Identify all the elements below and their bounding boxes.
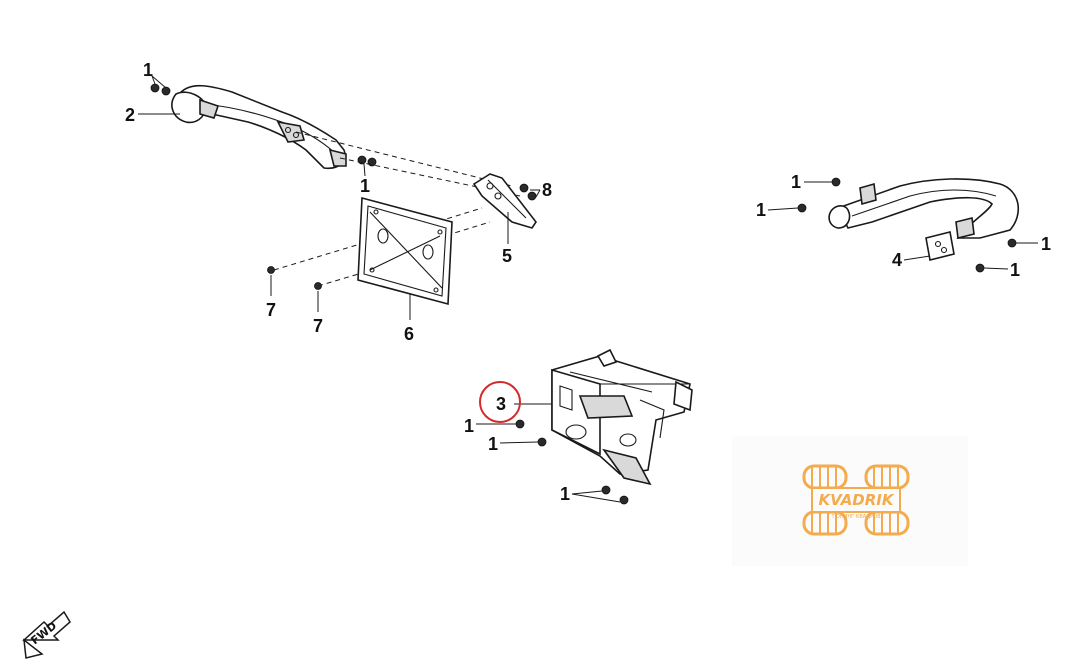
callout-4: 4 [892, 250, 902, 270]
bolt-group-bottom [515, 419, 629, 505]
callout-1-top-left: 1 [143, 60, 153, 80]
callout-7-b: 7 [313, 316, 323, 336]
logo-brand: KVADRIK [818, 491, 894, 509]
callout-7-a: 7 [266, 300, 276, 320]
bolt-group-right [797, 177, 1017, 273]
callout-1-right-a: 1 [791, 172, 801, 192]
grab-bar-right [828, 178, 1019, 261]
callout-5: 5 [502, 246, 512, 266]
leader-lines [138, 75, 1038, 503]
callout-6: 6 [404, 324, 414, 344]
callout-1-bottom-b: 1 [488, 434, 498, 454]
bolt-group-8 [519, 183, 537, 201]
callout-1-right-d: 1 [1010, 260, 1020, 280]
rack-mount-bracket [551, 348, 693, 486]
bolt-group-7 [267, 266, 322, 290]
callout-3: 3 [496, 394, 506, 414]
callout-1-right-c: 1 [1041, 234, 1051, 254]
callout-1-bottom-c: 1 [560, 484, 570, 504]
callout-1-right-b: 1 [756, 200, 766, 220]
license-bracket [472, 173, 537, 229]
callout-8: 8 [542, 180, 552, 200]
fwd-arrow: FWD [22, 610, 71, 659]
license-plate-frame [357, 196, 453, 306]
callout-1-bottom-a: 1 [464, 416, 474, 436]
callout-1-mid-left: 1 [360, 176, 370, 196]
callout-labels: 1 2 1 8 5 7 7 6 1 1 1 4 1 3 1 1 1 [125, 60, 1051, 504]
callout-2: 2 [125, 105, 135, 125]
grab-bar-left [171, 84, 347, 170]
highlight-circle [479, 381, 521, 423]
kvadrik-logo: KVADRIK ТЮНИНГ КВАДРОВ [732, 436, 968, 566]
logo-tagline: ТЮНИНГ КВАДРОВ [830, 514, 881, 520]
